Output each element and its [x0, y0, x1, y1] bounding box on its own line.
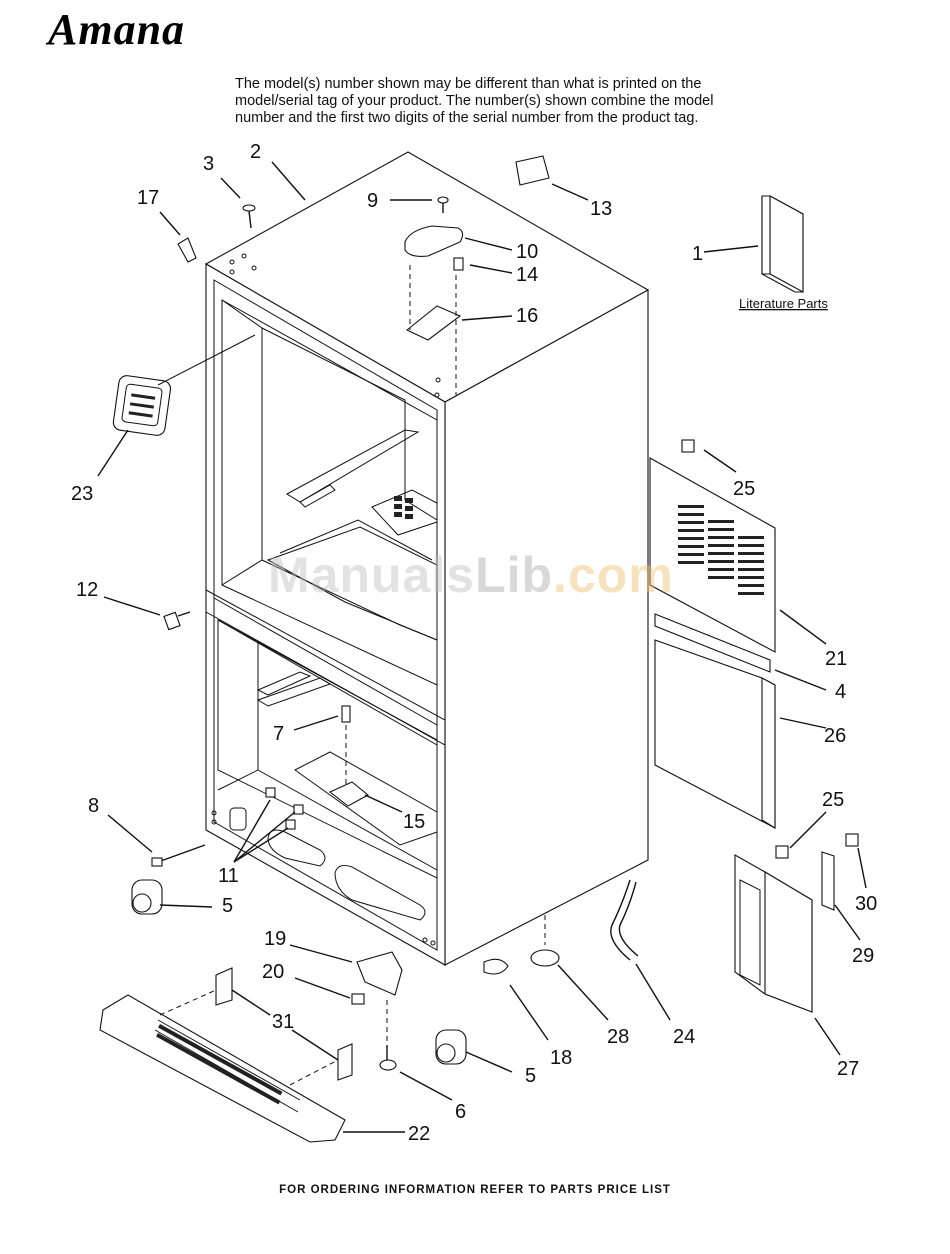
callout-18: 18 — [550, 1047, 572, 1069]
callout-25b: 25 — [822, 789, 844, 811]
screws-11 — [265, 787, 304, 830]
callout-7: 7 — [273, 723, 284, 745]
screw-7 — [341, 705, 351, 790]
watermark-manuals: Manuals — [268, 547, 476, 603]
leveling-bracket-19 — [356, 951, 403, 996]
callout-9: 9 — [367, 190, 378, 212]
callout-28: 28 — [607, 1026, 629, 1048]
notice-line-3: number and the first two digits of the s… — [235, 110, 699, 126]
notice-line-2: model/serial tag of your product. The nu… — [235, 93, 714, 109]
footer-ordering-info: FOR ORDERING INFORMATION REFER TO PARTS … — [279, 1184, 671, 1196]
callout-14: 14 — [516, 264, 538, 286]
callout-10: 10 — [516, 241, 538, 263]
strip-4 — [654, 613, 771, 673]
label-13 — [515, 155, 550, 186]
callout-3: 3 — [203, 153, 214, 175]
roller-5a — [131, 879, 163, 915]
access-panel-21 — [649, 457, 776, 653]
literature-parts-label: Literature Parts — [739, 296, 828, 311]
hinge-cover-10 — [404, 225, 464, 257]
watermark: ManualsLib.com — [268, 546, 674, 604]
callout-30: 30 — [855, 893, 877, 915]
watermark-com: .com — [553, 547, 674, 603]
callout-5b: 5 — [525, 1065, 536, 1087]
callout-27: 27 — [837, 1058, 859, 1080]
literature-book — [761, 195, 804, 293]
callout-12: 12 — [76, 579, 98, 601]
callout-1: 1 — [692, 243, 703, 265]
callout-25a: 25 — [733, 478, 755, 500]
notice-line-1: The model(s) number shown may be differe… — [235, 76, 702, 92]
roller-5b — [435, 1029, 467, 1065]
hinge-16 — [405, 305, 462, 341]
drain-tube-24 — [610, 879, 631, 961]
callout-22: 22 — [408, 1123, 430, 1145]
panel-26 — [654, 639, 776, 829]
callout-5a: 5 — [222, 895, 233, 917]
bracket-29 — [821, 851, 835, 911]
callout-21: 21 — [825, 648, 847, 670]
clips-31 — [215, 967, 353, 1081]
leveling-leg-6 — [379, 1000, 397, 1071]
screw-30 — [845, 833, 859, 847]
callout-16: 16 — [516, 305, 538, 327]
callout-24: 24 — [673, 1026, 695, 1048]
callout-15: 15 — [403, 811, 425, 833]
callout-13: 13 — [590, 198, 612, 220]
callout-23: 23 — [71, 483, 93, 505]
watermark-lib: Lib — [475, 547, 554, 603]
kick-plate-22 — [99, 994, 346, 1143]
tape-17 — [177, 237, 197, 263]
screw-20 — [351, 993, 365, 1005]
screw-25b — [775, 845, 789, 859]
callout-6: 6 — [455, 1101, 466, 1123]
cabinet-side — [444, 289, 649, 966]
callout-8: 8 — [88, 795, 99, 817]
screw-3 — [242, 204, 256, 229]
bolt-8 — [151, 844, 206, 867]
callout-29: 29 — [852, 945, 874, 967]
control-23 — [112, 375, 172, 436]
leader-lines — [97, 161, 867, 1133]
callout-11: 11 — [218, 865, 239, 887]
hinge-bracket-15 — [328, 781, 369, 807]
hinge-screw-14 — [453, 257, 464, 271]
brand-logo: Amana — [48, 5, 186, 54]
screw-25a — [681, 439, 695, 453]
bracket-27 — [734, 854, 813, 1013]
callouts: 1 2 3 4 5 5 6 7 8 9 10 11 12 13 14 15 16… — [71, 141, 877, 1145]
callout-2: 2 — [250, 141, 261, 163]
screw-12 — [163, 611, 191, 631]
callout-20: 20 — [262, 961, 284, 983]
model-notice: The model(s) number shown may be differe… — [235, 76, 795, 127]
callout-26: 26 — [824, 725, 846, 747]
callout-4: 4 — [835, 681, 846, 703]
callout-17: 17 — [137, 187, 159, 209]
callout-31: 31 — [272, 1011, 294, 1033]
clamp-18 — [483, 958, 509, 975]
screw-9 — [437, 196, 449, 213]
plug-28 — [530, 915, 560, 967]
callout-19: 19 — [264, 928, 286, 950]
